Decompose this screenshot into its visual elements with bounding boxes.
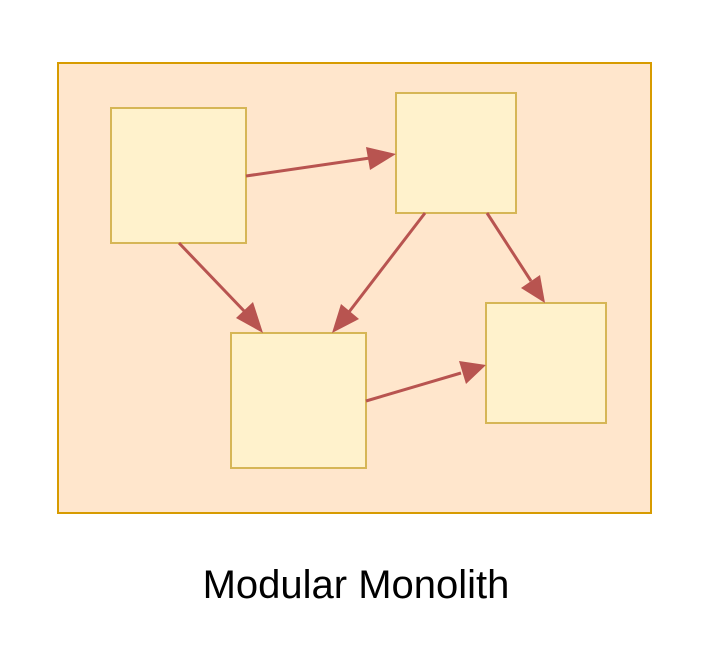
module-top-left <box>110 107 247 244</box>
diagram-caption: Modular Monolith <box>202 563 510 607</box>
module-top-right <box>395 92 517 214</box>
arrowhead-top-right-to-bottom-right <box>521 275 545 303</box>
arrowhead-top-left-to-top-right <box>366 147 396 170</box>
connector-top-right-to-bottom-center <box>347 212 427 313</box>
module-bottom-center <box>230 332 367 469</box>
arrowhead-top-left-to-bottom-center <box>236 302 263 333</box>
connector-bottom-center-to-bottom-right <box>365 371 462 403</box>
arrowhead-bottom-center-to-bottom-right <box>459 361 486 384</box>
connector-top-right-to-bottom-right <box>485 212 533 282</box>
module-bottom-right <box>485 302 607 424</box>
connector-top-left-to-top-right <box>245 156 371 178</box>
connector-top-left-to-bottom-center <box>177 241 248 315</box>
arrowhead-top-right-to-bottom-center <box>332 304 359 333</box>
